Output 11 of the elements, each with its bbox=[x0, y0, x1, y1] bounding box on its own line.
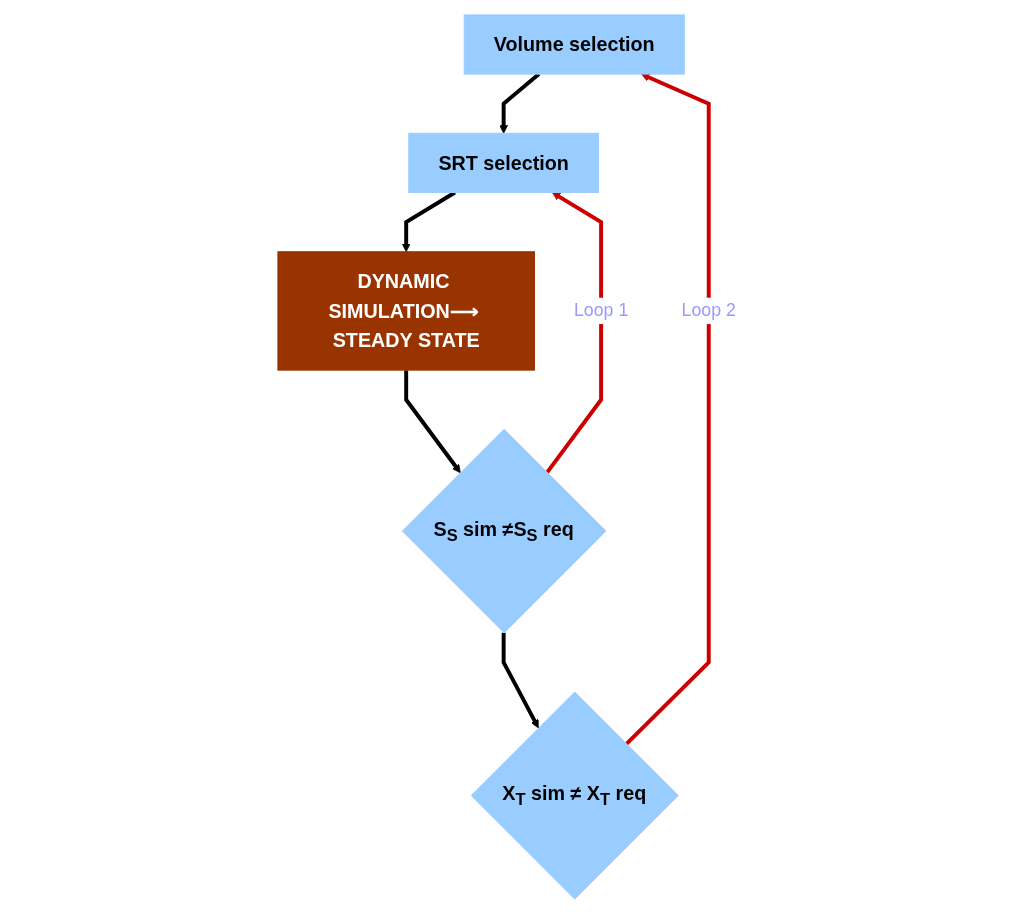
node-diamond: X$_{T}$ sim ≠ X$_{T}$ req bbox=[470, 691, 679, 900]
arrow bbox=[403, 370, 461, 474]
node-box: DYNAMIC SIMULATION⟶ STEADY STATE bbox=[277, 251, 535, 371]
edge-label: Loop 2 bbox=[681, 300, 736, 321]
edge-label: Loop 1 bbox=[573, 300, 628, 321]
node-box: SRT selection bbox=[407, 132, 599, 193]
arrow bbox=[501, 632, 539, 729]
arrow bbox=[545, 192, 603, 474]
node-box: Volume selection bbox=[463, 14, 685, 75]
node-diamond: S$_{S}$ sim ≠S$_{S}$ req bbox=[401, 428, 606, 634]
arrow bbox=[624, 73, 711, 746]
